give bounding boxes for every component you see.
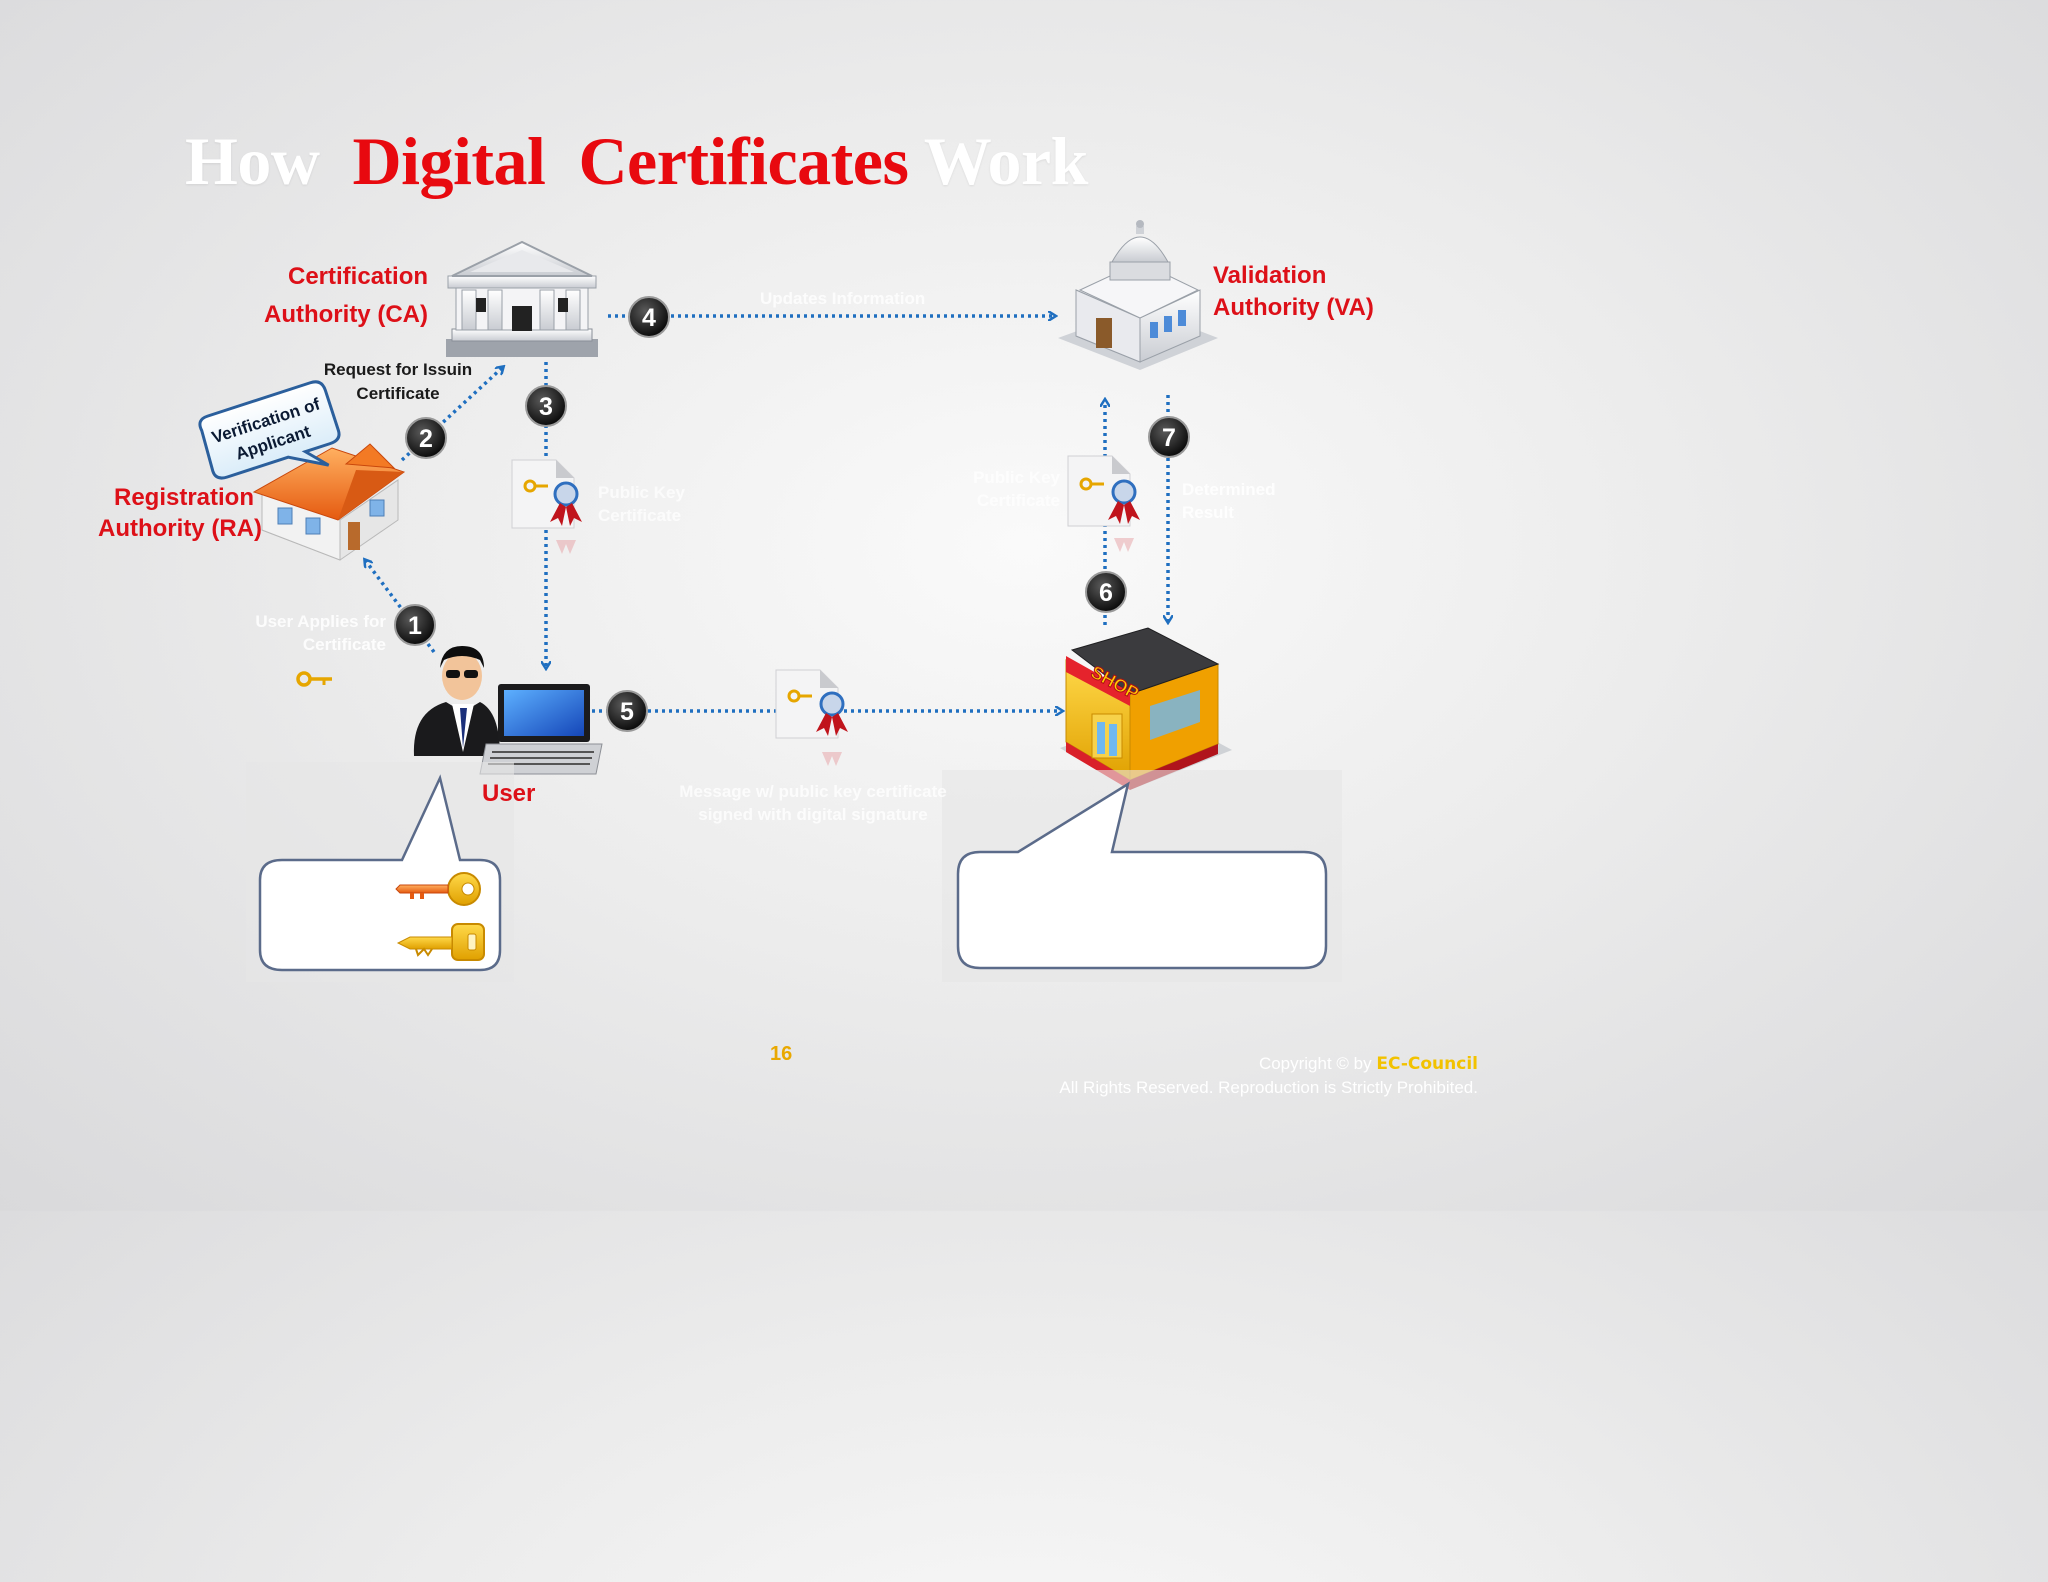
step-number: 2 [419, 425, 433, 453]
step-6-description: Public Key Certificate [962, 466, 1060, 512]
step-7-line-1: Determined [1182, 480, 1276, 499]
step-number: 4 [642, 304, 656, 332]
page-title: How Digital Certificates Work [185, 122, 1088, 201]
step-3-description: Public Key Certificate [598, 481, 685, 527]
arrow-step-1 [365, 560, 436, 654]
verification-bubble: Verification of Applicant [198, 380, 341, 480]
ra-label-line-2: Authority (RA) [98, 515, 262, 542]
page-number: 16 [770, 1043, 793, 1065]
va-label-line-2: Authority (VA) [1213, 294, 1374, 321]
step-3-line-1: Public Key [598, 483, 685, 502]
step-badge-1: 1 [394, 604, 436, 646]
user-label: User [482, 780, 536, 807]
step-number: 6 [1099, 579, 1113, 607]
certification-authority-building-icon [446, 240, 598, 357]
step-badge-4: 4 [628, 296, 670, 338]
step-7-description: Determined Result [1182, 478, 1276, 524]
step-6-line-1: Public Key [973, 468, 1060, 487]
laptop-icon [479, 684, 603, 775]
step-number: 7 [1162, 424, 1176, 452]
step-5-description: Message w/ public key certificate signed… [670, 780, 956, 826]
step-2-line-1: Request for Issuin [323, 360, 473, 379]
title-digital: Digital [352, 123, 546, 199]
certificate-icon [775, 669, 848, 766]
brand-name: EC-Council [1376, 1054, 1478, 1074]
ca-label-line-1: Certification [288, 263, 429, 290]
registration-authority-house-icon [252, 443, 406, 561]
step-3-line-2: Certificate [598, 506, 682, 525]
step-5-line-1: Message w/ public key certificate [679, 782, 947, 801]
shop-callout [956, 781, 1328, 970]
copyright-line: Copyright © by EC-Council [1059, 1052, 1478, 1076]
step-badge-7: 7 [1148, 416, 1190, 458]
rights-line: All Rights Reserved. Reproduction is Str… [1059, 1078, 1478, 1097]
step-number: 3 [539, 393, 553, 421]
ra-label-line-1: Registration [113, 484, 254, 511]
step-2-line-2: Certificate [356, 384, 440, 403]
step-6-line-2: Certificate [976, 491, 1060, 510]
step-number: 5 [620, 698, 634, 726]
step-5-line-2: signed with digital signature [698, 805, 928, 824]
validation-authority-building-icon [1058, 220, 1218, 370]
step-4-description: Updates Information [760, 289, 926, 308]
public-key-icon [396, 923, 485, 961]
step-1-line-2: Certificate [302, 635, 386, 654]
title-certificates: Certificates [578, 123, 909, 199]
ca-label-line-2: Authority (CA) [264, 301, 428, 328]
step-badge-2: 2 [405, 417, 447, 459]
shop-icon: SHOP [1060, 627, 1232, 790]
key-icon [296, 671, 332, 687]
step-7-line-2: Result [1182, 503, 1234, 522]
private-key-icon [395, 872, 481, 906]
step-badge-3: 3 [525, 385, 567, 427]
title-how: How [185, 123, 320, 199]
diagram-canvas: Verification of Applicant [198, 220, 1342, 982]
user-key-pair-callout [258, 774, 502, 972]
step-badge-6: 6 [1085, 571, 1127, 613]
copyright-prefix: Copyright © by [1258, 1054, 1372, 1073]
certificate-icon [511, 459, 582, 554]
step-1-description: User Applies for Certificate [254, 610, 386, 656]
va-label-line-1: Validation [1213, 262, 1327, 289]
step-number: 1 [408, 612, 422, 640]
flow-arrows [365, 316, 1168, 711]
step-1-line-1: User Applies for [255, 612, 386, 631]
user-avatar-icon [413, 646, 500, 756]
certificate-icon [1067, 455, 1140, 552]
title-work: Work [923, 123, 1089, 199]
step-badge-5: 5 [606, 690, 648, 732]
copyright-notice: Copyright © by EC-Council All Rights Res… [1059, 1052, 1478, 1100]
step-2-description: Request for Issuin Certificate [318, 358, 478, 406]
